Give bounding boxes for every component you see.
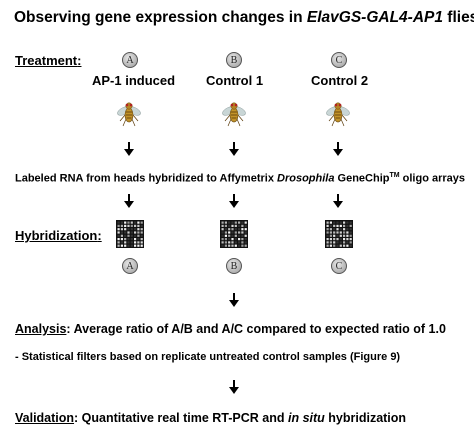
badge-c-hybridization: C	[331, 258, 347, 274]
column-label-control-2: Control 2	[311, 73, 369, 88]
down-arrow-icon	[333, 194, 343, 208]
badge-c-treatment: C	[331, 52, 347, 68]
analysis-label: Analysis	[15, 322, 67, 336]
validation-text: : Quantitative real time RT-PCR and	[74, 411, 288, 425]
column-label-control-1: Control 1	[206, 73, 264, 88]
down-arrow-icon	[333, 142, 343, 156]
badge-b-treatment: B	[226, 52, 242, 68]
badge-a-hybridization: A	[122, 258, 138, 274]
labeling-prefix: Labeled RNA from heads hybridized to Aff…	[15, 172, 278, 185]
labeling-trademark: TM	[389, 172, 400, 179]
treatment-label: Treatment:	[15, 53, 81, 68]
down-arrow-icon	[229, 380, 239, 394]
validation-emphasis: in situ	[287, 411, 325, 425]
badge-a-treatment: A	[122, 52, 138, 68]
labeling-product: GeneChip	[334, 172, 390, 185]
fruit-fly-icon	[222, 102, 246, 127]
down-arrow-icon	[124, 194, 134, 208]
down-arrow-icon	[229, 293, 239, 307]
fruit-fly-icon	[326, 102, 350, 127]
title-suffix: flies	[447, 9, 474, 26]
column-label-ap1-induced: AP-1 induced	[92, 73, 176, 88]
validation-suffix: hybridization	[324, 411, 407, 425]
microarray-chip-icon	[325, 220, 353, 248]
labeling-organism: Drosophila	[277, 172, 335, 185]
microarray-chip-icon	[220, 220, 248, 248]
diagram-title: Observing gene expression changes in Ela…	[14, 9, 474, 27]
down-arrow-icon	[124, 142, 134, 156]
treatment-label-text: Treatment	[15, 53, 78, 68]
analysis-text: : Average ratio of A/B and A/C compared …	[66, 322, 446, 336]
microarray-chip-icon	[116, 220, 144, 248]
hybridization-label-text: Hybridization	[15, 228, 98, 243]
analysis-note: - Statistical filters based on replicate…	[15, 351, 401, 363]
validation-step: Validation: Quantitative real time RT-PC…	[15, 411, 406, 425]
down-arrow-icon	[229, 194, 239, 208]
fruit-fly-icon	[117, 102, 141, 127]
title-prefix: Observing gene expression changes in	[14, 9, 307, 26]
labeling-step-text: Labeled RNA from heads hybridized to Aff…	[15, 172, 465, 185]
hybridization-label: Hybridization:	[15, 228, 102, 243]
title-genotype: ElavGS-GAL4-AP1	[306, 9, 443, 26]
treatment-colon: :	[77, 53, 82, 68]
badge-b-hybridization: B	[226, 258, 242, 274]
analysis-step: Analysis: Average ratio of A/B and A/C c…	[15, 322, 446, 336]
down-arrow-icon	[229, 142, 239, 156]
labeling-suffix: oligo arrays	[399, 172, 466, 185]
hybridization-colon: :	[97, 228, 102, 243]
validation-label: Validation	[15, 411, 75, 425]
